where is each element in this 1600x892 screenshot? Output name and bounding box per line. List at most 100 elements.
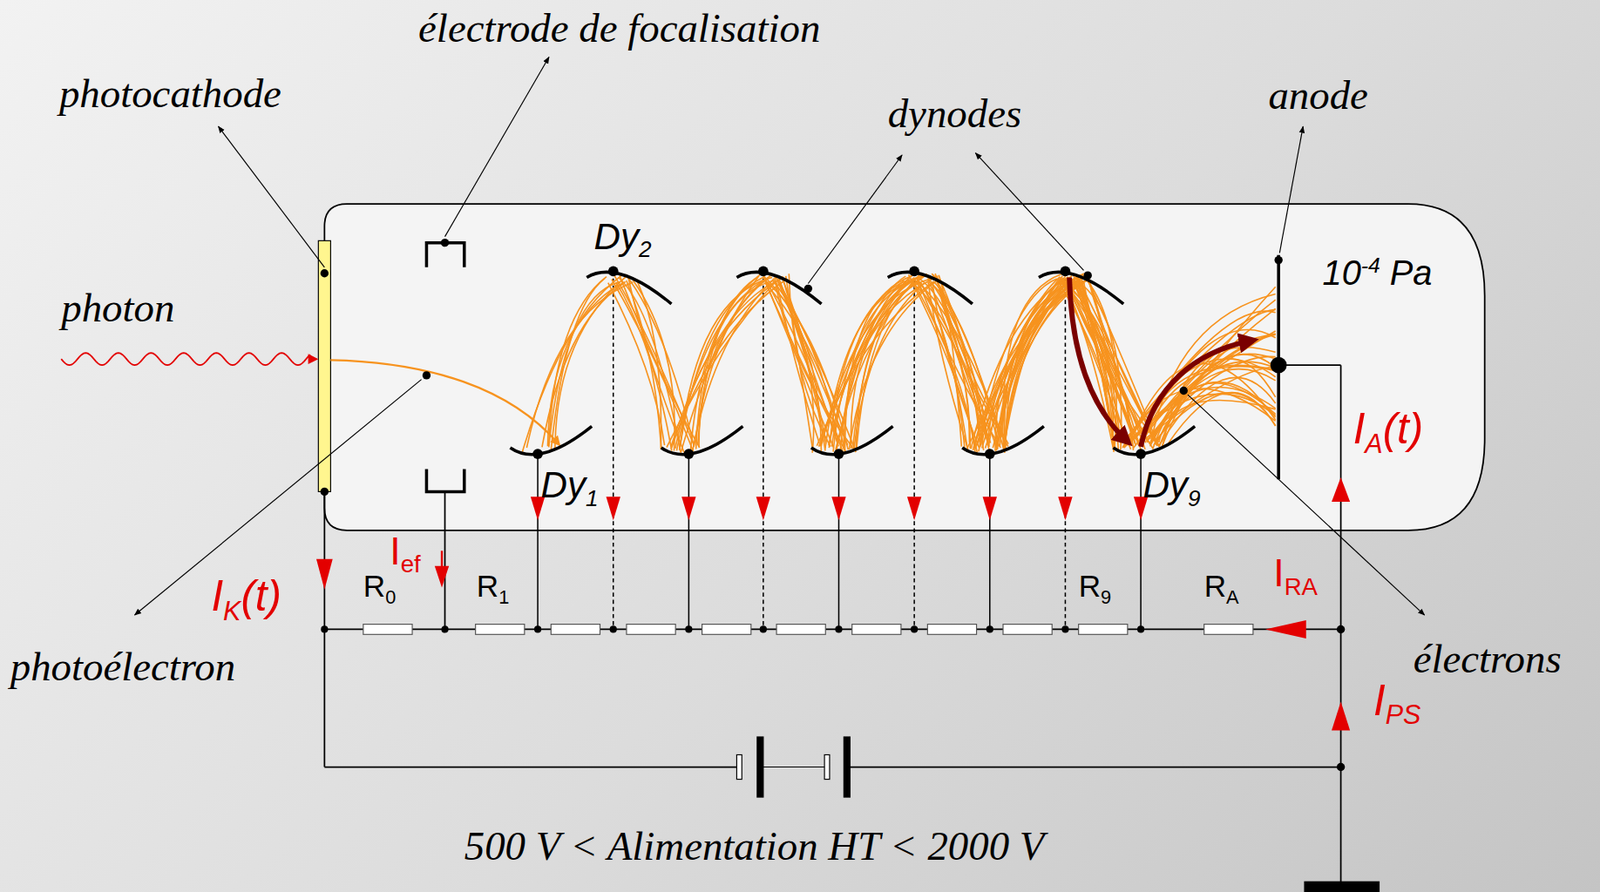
junction-dot — [320, 269, 329, 278]
label-text: dynodes — [888, 91, 1022, 137]
electron-path — [825, 281, 910, 449]
junction-dot — [759, 625, 767, 633]
electron-path — [1064, 279, 1131, 450]
label-part: (t) — [240, 572, 281, 621]
electron-path — [522, 281, 625, 452]
resistor-symbol — [1204, 624, 1254, 636]
label-text: Ief — [389, 530, 421, 579]
emphasis-arrow — [1140, 340, 1251, 448]
focusing-electrode — [426, 243, 464, 493]
junction-dot — [1084, 271, 1092, 279]
dynode-wire — [913, 271, 916, 630]
dynode-electrode — [888, 271, 973, 305]
electron-path — [549, 277, 607, 448]
resistor-symbol — [1003, 624, 1052, 636]
label-text: photoélectron — [10, 644, 236, 691]
junction-dot — [908, 266, 920, 278]
label-sub: 9 — [1100, 586, 1112, 609]
photocathode-plate — [318, 240, 331, 492]
resistor-symbol — [927, 624, 977, 636]
electron-path — [616, 282, 672, 452]
resistor-chain — [363, 624, 1254, 636]
electron-path — [982, 274, 1083, 448]
resistor-symbol — [475, 624, 525, 636]
label-text: photocathode — [59, 71, 282, 117]
junction-dot — [986, 625, 994, 633]
dynode-wires — [320, 271, 1145, 633]
electron-path — [680, 276, 759, 454]
label-text: IPS — [1373, 677, 1421, 731]
junction-dot — [440, 238, 449, 247]
label-text: électrons — [1413, 637, 1562, 683]
electron-path — [763, 275, 844, 453]
dynode-wire — [838, 454, 841, 630]
dynode-electrode — [962, 426, 1045, 455]
electron-path — [1003, 281, 1073, 452]
junction-dot — [1336, 763, 1345, 772]
photon-wave — [61, 352, 311, 366]
label-part: Dy — [541, 464, 587, 507]
battery-symbol — [736, 736, 847, 798]
label-part: I — [1273, 551, 1284, 595]
electron-path — [819, 281, 935, 448]
dynode-wire — [1064, 271, 1067, 630]
label-text: R9 — [1078, 569, 1112, 608]
dynode-electrode — [661, 426, 744, 455]
label-sub: 2 — [638, 236, 652, 262]
label-text: IA(t) — [1353, 406, 1424, 460]
junction-dot — [1179, 386, 1188, 395]
electron-path — [608, 283, 665, 446]
electron-path — [835, 273, 921, 450]
electron-path — [980, 282, 1077, 447]
label-text: 10-4 Pa — [1322, 252, 1433, 293]
electron-path — [781, 277, 814, 454]
label-part: I — [1373, 676, 1386, 725]
electron-path — [636, 279, 661, 450]
label-sup: -4 — [1361, 252, 1381, 277]
junction-dot — [610, 625, 617, 633]
electron-path — [619, 275, 700, 448]
photoelectron-path — [330, 359, 559, 445]
electron-path — [1073, 275, 1149, 443]
label-sub: 0 — [385, 586, 396, 609]
label-sub: RA — [1284, 573, 1318, 600]
electron-path — [1146, 356, 1276, 442]
junction-dot — [422, 371, 431, 380]
electron-path — [675, 276, 784, 448]
label-part: Dy — [1142, 464, 1188, 507]
junction-dot — [910, 625, 918, 633]
label-part: R — [1078, 569, 1101, 604]
leader-line — [135, 57, 1425, 616]
electron-path — [698, 278, 756, 446]
label-text: R0 — [363, 569, 396, 608]
current-arrow — [606, 496, 621, 521]
junction-dot — [1270, 357, 1288, 374]
resistor-symbol — [626, 624, 676, 636]
label-sub: A — [1226, 586, 1240, 609]
label-part: I — [1353, 405, 1366, 454]
resistor-symbol — [550, 624, 600, 636]
label-sub: PS — [1385, 699, 1422, 731]
photon-head — [308, 353, 319, 365]
label-sub: 1 — [498, 586, 509, 609]
label-part: R — [1204, 569, 1227, 604]
label-sub: 9 — [1187, 485, 1201, 511]
junction-dot — [1137, 625, 1145, 633]
electron-path — [1077, 277, 1158, 447]
label-text: IK(t) — [210, 573, 281, 627]
dynode-wire — [536, 454, 539, 630]
resistor-symbol — [702, 624, 752, 636]
electron-path — [680, 277, 773, 445]
label-text: IRA — [1273, 553, 1318, 602]
junction-dot — [532, 448, 543, 460]
electron-path — [696, 280, 776, 450]
dynode-electrode — [811, 426, 894, 455]
dynode-electrode — [1038, 271, 1124, 305]
electron-path — [913, 282, 976, 453]
label-part: (t) — [1383, 405, 1424, 454]
label-sub: K — [223, 596, 241, 627]
label-sub: A — [1364, 428, 1383, 460]
current-arrow — [831, 496, 846, 521]
